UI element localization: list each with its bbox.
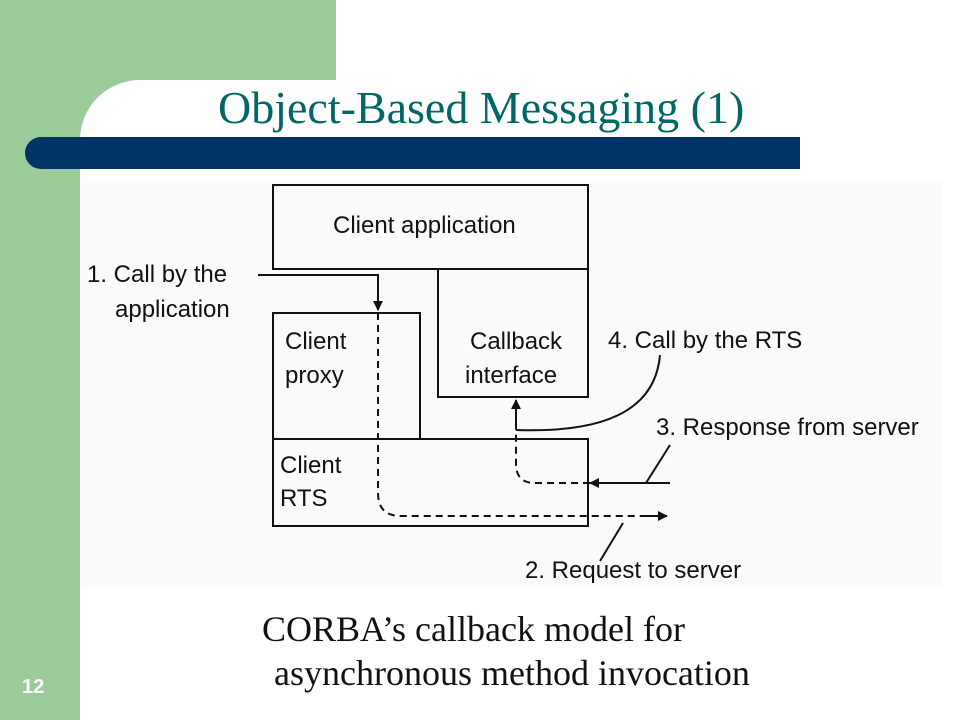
call-by-application-arrow <box>258 274 383 311</box>
step4-label: 4. Call by the RTS <box>608 327 802 354</box>
call-by-rts-curve <box>515 354 661 432</box>
client-application-box <box>272 184 589 270</box>
slide-title: Object-Based Messaging (1) <box>218 82 745 133</box>
client-application-label: Client application <box>333 212 516 239</box>
client-rts-label-line1: Client <box>280 452 342 479</box>
client-rts-label-line2: RTS <box>280 485 328 512</box>
step1-label-line1: 1. Call by the <box>87 261 227 288</box>
response-leader-line <box>645 444 671 484</box>
callback-interface-label-line1: Callback <box>470 328 563 355</box>
left-decor-band <box>0 0 80 720</box>
caption-line-2: asynchronous method invocation <box>274 653 750 693</box>
figure-caption: CORBA’s callback model for asynchronous … <box>262 607 750 695</box>
client-proxy-label-line1: Client <box>285 328 347 355</box>
step1-label-line2: application <box>115 296 230 323</box>
callback-interface-label-line2: interface <box>465 362 557 389</box>
step3-label: 3. Response from server <box>656 414 919 441</box>
request-path-dashed <box>377 313 645 517</box>
client-proxy-label-line2: proxy <box>285 362 344 389</box>
callback-interface-box <box>437 268 589 398</box>
slide-number: 12 <box>22 676 45 698</box>
step2-label: 2. Request to server <box>525 557 741 584</box>
caption-line-1: CORBA’s callback model for <box>262 609 685 649</box>
callback-model-diagram: Client application Client proxy Callback… <box>80 183 943 588</box>
response-path-dashed <box>515 419 590 484</box>
title-underline-bar <box>25 137 800 169</box>
request-leader-line <box>599 522 624 562</box>
